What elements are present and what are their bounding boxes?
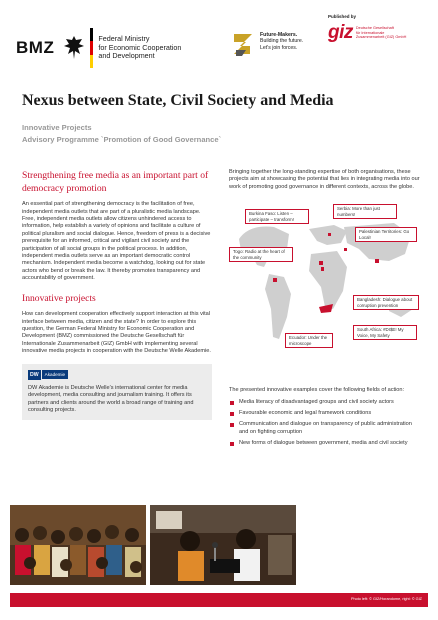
- callout-burkina-faso: Burkina Faso: Listen – participate – tra…: [245, 209, 309, 225]
- bmz-name: Federal Ministry for Economic Cooperatio…: [98, 35, 181, 61]
- subtitle-programme: Advisory Programme `Promotion of Good Go…: [22, 135, 222, 144]
- photo-crowd: [10, 505, 146, 585]
- giz-name-line: Zusammenarbeit (GIZ) GmbH: [355, 35, 407, 40]
- dw-description: DW Akademie is Deutsche Welle's internat…: [28, 384, 194, 413]
- bmz-logo: BMZ Federal Ministry for Economic Cooper…: [16, 28, 181, 68]
- bmz-name-line: for Economic Cooperation: [98, 42, 182, 52]
- paragraph-intro: Bringing together the long-standing expe…: [229, 169, 420, 190]
- fields-list: Media literacy of disadvantaged groups a…: [229, 399, 421, 448]
- callout-ecuador: Ecuador: Under the microscope: [285, 333, 333, 349]
- bmz-name-line: Federal Ministry: [98, 34, 150, 44]
- photo-credit: Photo left: © GIZ/Horandome, right: © GI…: [350, 597, 422, 601]
- dw-mark: DW: [28, 369, 41, 380]
- giz-full-name: Deutsche Gesellschaft für Internationale…: [356, 26, 408, 40]
- header: BMZ Federal Ministry for Economic Cooper…: [0, 0, 438, 80]
- giz-name-line: für Internationale: [355, 30, 385, 35]
- flag-bar: [90, 28, 94, 68]
- left-column: Strengthening free media as an important…: [22, 170, 212, 421]
- fields-list-item: Favourable economic and legal framework …: [230, 410, 421, 417]
- giz-word: giz: [328, 22, 353, 43]
- heading-free-media: Strengthening free media as an important…: [22, 170, 209, 194]
- heading-innovative-projects: Innovative projects: [22, 292, 96, 304]
- page-title: Nexus between State, Civil Society and M…: [22, 92, 334, 109]
- dw-logo: DW Akademie: [28, 369, 206, 380]
- future-makers-icon: [232, 32, 256, 58]
- callout-south-africa: South Africa: #DI$E! My Voice, My Safety: [353, 325, 417, 341]
- fields-list-item: New forms of dialogue between government…: [230, 440, 421, 447]
- callout-serbia: Serbia: More than just numbers!: [333, 204, 397, 220]
- giz-name-line: Deutsche Gesellschaft: [355, 26, 394, 31]
- photo-radio-studio: [150, 505, 296, 585]
- fm-line: Let's join forces.: [260, 44, 298, 51]
- subtitle-projects: Innovative Projects: [22, 123, 92, 132]
- right-column: Bringing together the long-standing expe…: [229, 169, 421, 452]
- fields-intro: The presented innovative examples cover …: [229, 387, 405, 394]
- photo-strip: [10, 505, 428, 585]
- dw-akademie-box: DW Akademie DW Akademie is Deutsche Well…: [22, 363, 212, 421]
- fields-list-item: Communication and dialogue on transparen…: [230, 421, 421, 436]
- footer-bar: Photo left: © GIZ/Horandome, right: © GI…: [10, 593, 428, 607]
- giz-logo: giz Deutsche Gesellschaft für Internatio…: [328, 22, 408, 44]
- world-map-graphic: [239, 223, 413, 340]
- paragraph-cooperation: How can development cooperation effectiv…: [22, 311, 211, 355]
- future-makers-logo: Future-Makers. Building the future. Let'…: [232, 32, 303, 58]
- fm-line: Building the future.: [260, 38, 304, 45]
- callout-bangladesh: Bangladesh: Dialogue about corruption pr…: [353, 295, 419, 311]
- bmz-abbrev: BMZ: [16, 38, 55, 57]
- dw-akademie-label: Akademie: [41, 370, 69, 380]
- eagle-icon: [62, 33, 86, 63]
- fields-list-item: Media literacy of disadvantaged groups a…: [230, 399, 421, 406]
- fm-title: Future-Makers.: [260, 32, 298, 38]
- published-by: Published by: [328, 14, 357, 19]
- paragraph-democracy: An essential part of strengthening democ…: [22, 201, 211, 282]
- world-map: Burkina Faso: Listen – participate – tra…: [229, 199, 419, 379]
- future-makers-text: Future-Makers. Building the future. Let'…: [260, 32, 303, 51]
- bmz-name-line: and Development: [98, 51, 155, 61]
- callout-togo: Togo: Radio at the heart of the communit…: [229, 247, 293, 263]
- callout-palestinian-territories: Palestinian Territories: Go Local!: [355, 227, 417, 243]
